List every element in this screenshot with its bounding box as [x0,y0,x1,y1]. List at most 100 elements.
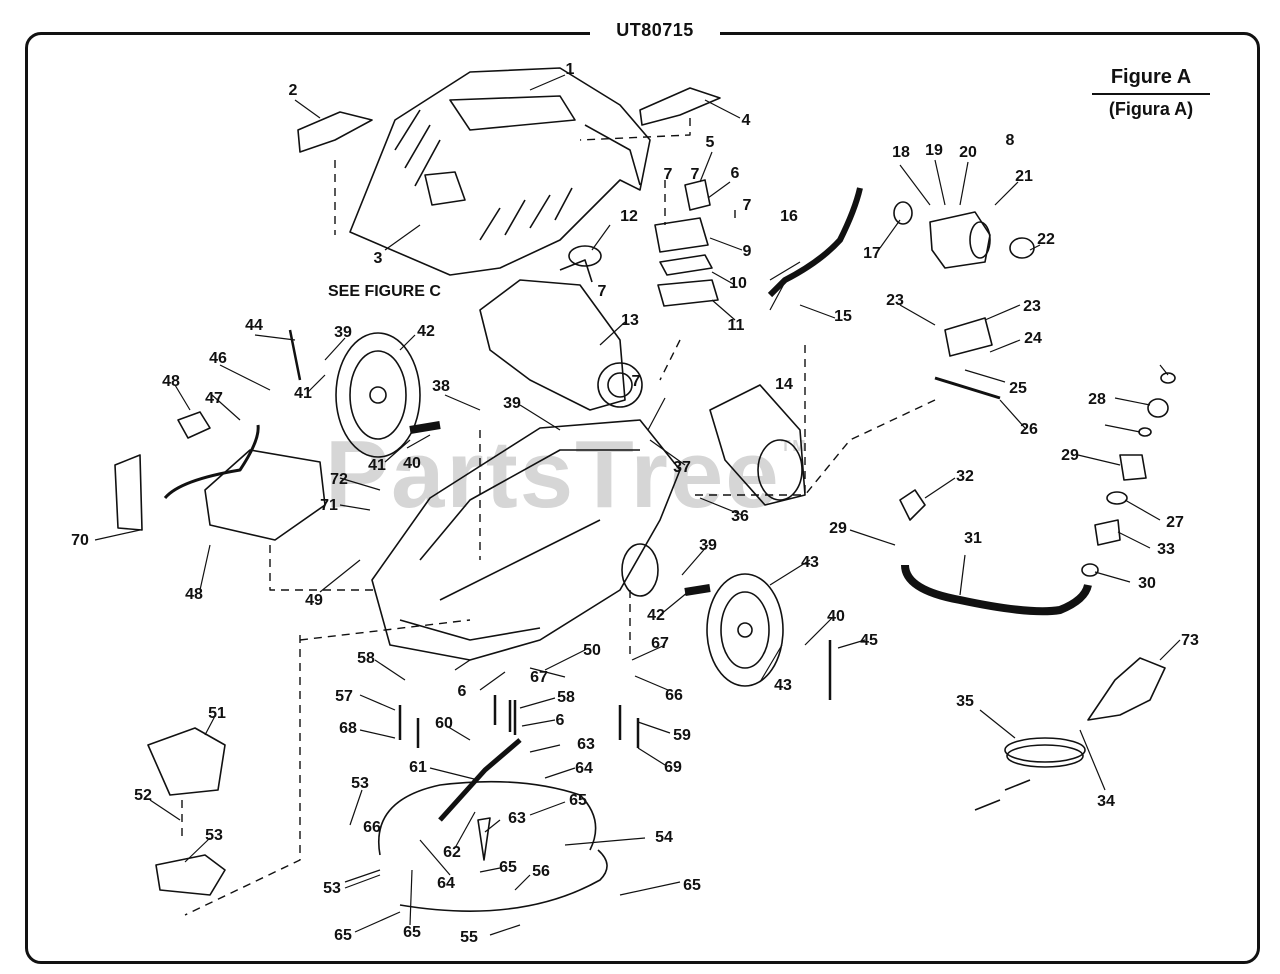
part-callout-31: 31 [964,530,982,547]
part-callout-63: 63 [508,810,526,827]
part-callout-62: 62 [443,844,461,861]
detergent-tank-part [204,449,326,541]
part-callout-2: 2 [289,82,298,99]
part-callout-4: 4 [742,112,751,129]
part-callout-45: 45 [860,632,878,649]
part-callout-47: 47 [205,390,223,407]
wheel-hub-part [621,543,659,597]
part-callout-56: 56 [532,863,550,880]
part-callout-37: 37 [673,459,691,476]
spray-wand-part [438,738,522,822]
figure-heading: Figure A (Figura A) [1092,66,1210,120]
rod-part [934,376,1001,400]
part-callout-7: 7 [743,197,752,214]
part-callout-17: 17 [863,245,881,262]
see-figure-c-label: SEE FIGURE C [328,283,441,300]
part-callout-23: 23 [886,292,904,309]
part-callout-65: 65 [403,924,421,941]
part-callout-41: 41 [368,457,386,474]
power-cord-part [974,657,1166,811]
part-callout-39: 39 [334,324,352,341]
part-callout-18: 18 [892,144,910,161]
part-callout-5: 5 [706,134,715,151]
part-callout-16: 16 [780,208,798,225]
part-callout-14: 14 [775,376,793,393]
tank-tube-part [163,424,260,500]
watermark-text: PartsTree [325,421,781,528]
part-callout-7: 7 [632,373,641,390]
part-callout-57: 57 [335,688,353,705]
part-callout-7: 7 [664,166,673,183]
part-callout-55: 55 [460,929,478,946]
tank-cap-part [177,411,211,439]
part-callout-64: 64 [437,875,455,892]
switch-assembly-part [654,179,719,307]
part-callout-26: 26 [1020,421,1038,438]
part-callout-53: 53 [351,775,369,792]
part-callout-51: 51 [208,705,226,722]
part-callout-68: 68 [339,720,357,737]
part-callout-43: 43 [801,554,819,571]
part-callout-71: 71 [320,497,338,514]
part-callout-21: 21 [1015,168,1033,185]
part-callout-43: 43 [774,677,792,694]
pump-motor-part [479,259,643,411]
part-callout-42: 42 [647,607,665,624]
mounting-bracket-part [944,317,993,357]
part-callout-40: 40 [827,608,845,625]
part-callout-60: 60 [435,715,453,732]
part-callout-11: 11 [728,317,745,334]
shroud-opening-part [757,439,803,501]
part-callout-65: 65 [683,877,701,894]
part-callout-58: 58 [557,689,575,706]
part-callout-29: 29 [829,520,847,537]
part-callout-65: 65 [499,859,517,876]
part-callout-9: 9 [743,243,752,260]
part-callout-10: 10 [729,275,747,292]
small-hardware-parts [288,329,832,748]
decal-panel-part [114,454,143,531]
part-callout-6: 6 [731,165,740,182]
part-callout-66: 66 [363,819,381,836]
nozzle-part [477,817,491,861]
figure-subtitle: (Figura A) [1108,99,1194,119]
part-callout-7: 7 [691,166,700,183]
top-cover-part [349,67,651,276]
part-callout-12: 12 [620,208,638,225]
shroud-part [709,384,806,506]
part-callout-38: 38 [432,378,450,395]
watermark: PartsTreeTM [325,420,808,530]
part-callout-28: 28 [1088,391,1106,408]
part-callout-61: 61 [409,759,427,776]
part-callout-3: 3 [374,250,383,267]
part-callout-58: 58 [357,650,375,667]
part-callout-65: 65 [334,927,352,944]
part-callout-15: 15 [834,308,852,325]
part-callout-54: 54 [655,829,673,846]
part-callout-19: 19 [925,142,943,159]
part-callout-24: 24 [1024,330,1042,347]
part-callout-50: 50 [583,642,601,659]
decal-left-part [297,111,373,153]
part-callout-72: 72 [330,471,348,488]
part-callout-6: 6 [458,683,467,700]
part-callout-48: 48 [185,586,203,603]
decal-right-part [639,87,721,126]
chassis-frame-part [371,419,681,661]
part-callout-32: 32 [956,468,974,485]
part-callout-66: 66 [665,687,683,704]
wheel-right-part [706,573,784,687]
part-callout-73: 73 [1181,632,1199,649]
part-callout-39: 39 [699,537,717,554]
part-callout-30: 30 [1138,575,1156,592]
axle-left-part [409,421,441,434]
assembly-leader-lines [181,118,936,916]
part-callout-48: 48 [162,373,180,390]
part-callout-67: 67 [651,635,669,652]
part-callout-23: 23 [1023,298,1041,315]
hose-part [767,187,863,298]
part-callout-29: 29 [1061,447,1079,464]
